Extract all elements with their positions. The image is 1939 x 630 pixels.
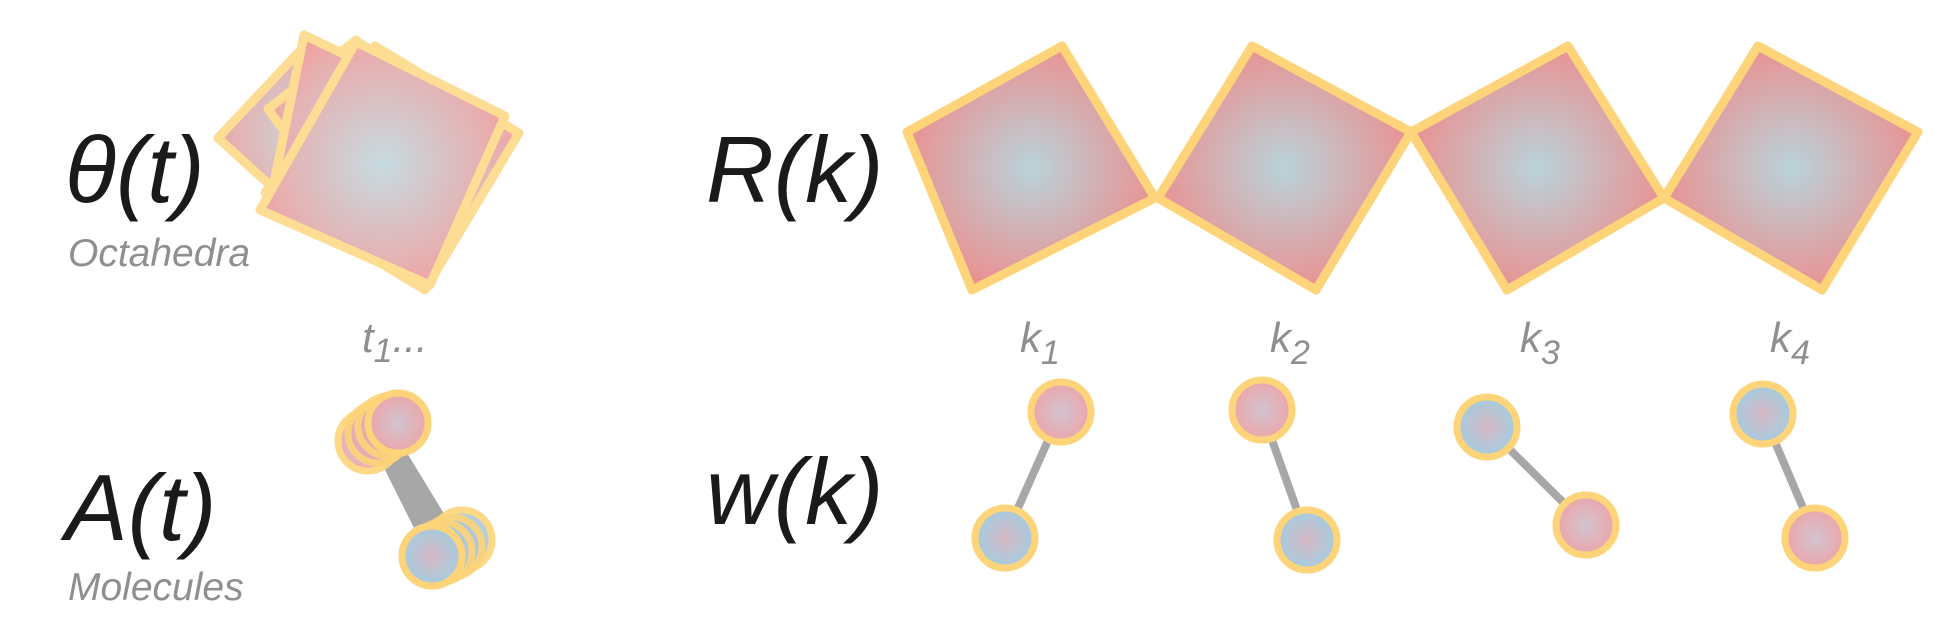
octahedron-k4 xyxy=(1659,41,1923,295)
k1-sub: 1 xyxy=(1041,334,1060,372)
k4-sub: 4 xyxy=(1791,334,1810,372)
bond-fan xyxy=(375,448,446,540)
k1-label: k1 xyxy=(1020,314,1060,372)
pink-atom xyxy=(364,389,432,457)
blue-atom xyxy=(1453,393,1521,461)
k3-sub: 3 xyxy=(1541,334,1560,372)
octahedra-label: Octahedra xyxy=(68,232,250,275)
octahedron-k2 xyxy=(1153,41,1416,295)
pink-atom xyxy=(1228,376,1296,444)
octahedron-frame xyxy=(255,37,510,290)
molecule-k1 xyxy=(971,378,1095,572)
pink-atom xyxy=(1552,491,1620,559)
octahedron-k3 xyxy=(1406,41,1669,295)
pink-atom xyxy=(1027,378,1095,446)
k1-base: k xyxy=(1020,314,1043,361)
blue-atom xyxy=(1273,506,1341,574)
k4-base: k xyxy=(1770,314,1793,361)
k3-label: k3 xyxy=(1520,314,1560,372)
time-tick-sub: 1 xyxy=(374,332,393,370)
blue-atom xyxy=(398,522,466,590)
molecule-k3 xyxy=(1453,393,1620,559)
molecule-stack xyxy=(334,389,496,590)
A-label: A(t) xyxy=(60,455,216,560)
blue-atom xyxy=(971,504,1039,572)
blue-atom xyxy=(1729,380,1797,448)
theta-label: θ(t) xyxy=(65,117,205,222)
k2-base: k xyxy=(1270,314,1293,361)
molecule-k2 xyxy=(1228,376,1341,574)
octahedron-k1 xyxy=(902,41,1160,295)
R-label: R(k) xyxy=(706,117,884,222)
molecules-label: Molecules xyxy=(68,566,244,609)
k2-sub: 2 xyxy=(1290,334,1310,372)
time-tick-suffix: ... xyxy=(393,314,428,361)
pink-atom xyxy=(1781,504,1849,572)
k2-label: k2 xyxy=(1270,314,1310,372)
molecule-k4 xyxy=(1729,380,1849,572)
time-tick-label: t1... xyxy=(362,314,428,370)
k3-base: k xyxy=(1520,314,1543,361)
w-label: w(k) xyxy=(706,439,884,544)
octahedra-stack xyxy=(213,30,524,295)
time-tick-base: t xyxy=(362,314,376,361)
k4-label: k4 xyxy=(1770,314,1810,372)
